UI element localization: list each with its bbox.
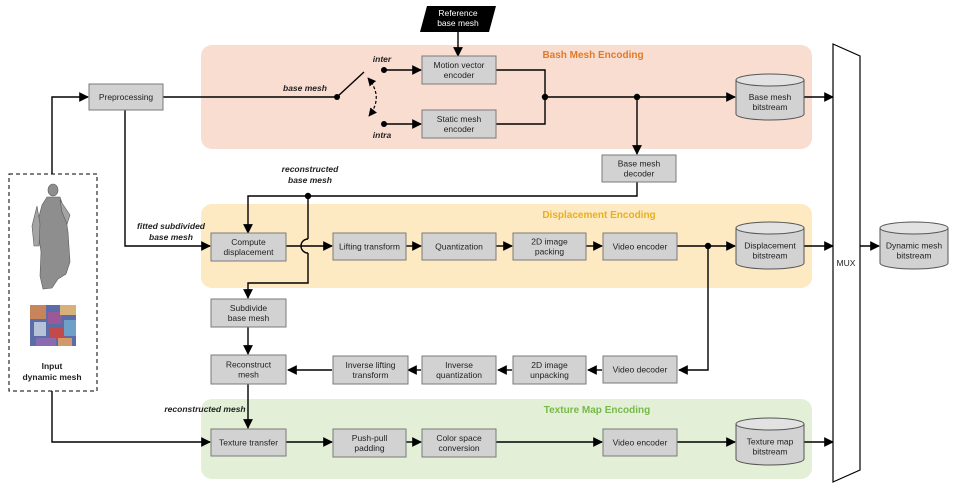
displacement-encoding-title: Displacement Encoding bbox=[542, 210, 655, 221]
texture-transfer-box bbox=[210, 428, 287, 457]
mux-block bbox=[832, 43, 861, 483]
quantization-box bbox=[421, 232, 497, 261]
lifting-transform-box bbox=[332, 232, 407, 261]
image-unpacking-box bbox=[512, 355, 587, 385]
inverse-quantization-box bbox=[421, 355, 497, 385]
reconstruct-mesh-box bbox=[210, 354, 287, 385]
statue-mesh-icon bbox=[31, 183, 71, 290]
subdivide-base-mesh-box bbox=[210, 298, 287, 328]
mux-label: MUX bbox=[837, 258, 856, 268]
preprocessing-box-label: Preprocessing bbox=[99, 92, 154, 102]
base-mesh-bitstream bbox=[735, 73, 805, 121]
preprocessing-box bbox=[88, 83, 164, 111]
image-packing-box bbox=[512, 232, 587, 261]
displacement-bitstream bbox=[735, 221, 805, 270]
intra-label: intra bbox=[373, 130, 392, 140]
video-encoder-disp-box bbox=[602, 232, 678, 261]
motion-vector-encoder-box bbox=[421, 55, 497, 85]
video-encoder-disp-box-label: Video encoder bbox=[613, 242, 668, 252]
static-mesh-encoder-box bbox=[421, 109, 497, 139]
color-space-conversion-box bbox=[421, 428, 497, 458]
inverse-lifting-box bbox=[332, 355, 409, 385]
quantization-box-label: Quantization bbox=[435, 242, 483, 252]
reconstructed-mesh-label: reconstructed mesh bbox=[164, 404, 245, 414]
dynamic-mesh-bitstream bbox=[879, 221, 949, 270]
push-pull-padding-box bbox=[332, 428, 407, 458]
inter-label: inter bbox=[373, 54, 392, 64]
reference-base-mesh-node bbox=[420, 6, 496, 32]
junction-dots bbox=[304, 67, 712, 250]
texture-transfer-box-label: Texture transfer bbox=[219, 438, 278, 448]
compute-displacement-box bbox=[210, 232, 287, 262]
texture-map-image bbox=[30, 305, 76, 346]
base-mesh-decoder-box bbox=[601, 154, 677, 183]
video-encoder-tex-box bbox=[602, 428, 678, 457]
base-mesh-encoding-title: Bash Mesh Encoding bbox=[542, 50, 643, 61]
lifting-transform-box-label: Lifting transform bbox=[339, 242, 400, 252]
texture-map-encoding-section bbox=[201, 399, 812, 479]
texture-map-bitstream bbox=[735, 417, 805, 466]
texture-map-encoding-title: Texture Map Encoding bbox=[544, 405, 651, 416]
base-mesh-label: base mesh bbox=[283, 83, 327, 93]
video-decoder-box bbox=[602, 355, 678, 384]
base-mesh-encoding-section bbox=[201, 45, 812, 149]
video-encoder-tex-box-label: Video encoder bbox=[613, 438, 668, 448]
video-decoder-box-label: Video decoder bbox=[613, 365, 668, 375]
connectors bbox=[51, 32, 880, 447]
